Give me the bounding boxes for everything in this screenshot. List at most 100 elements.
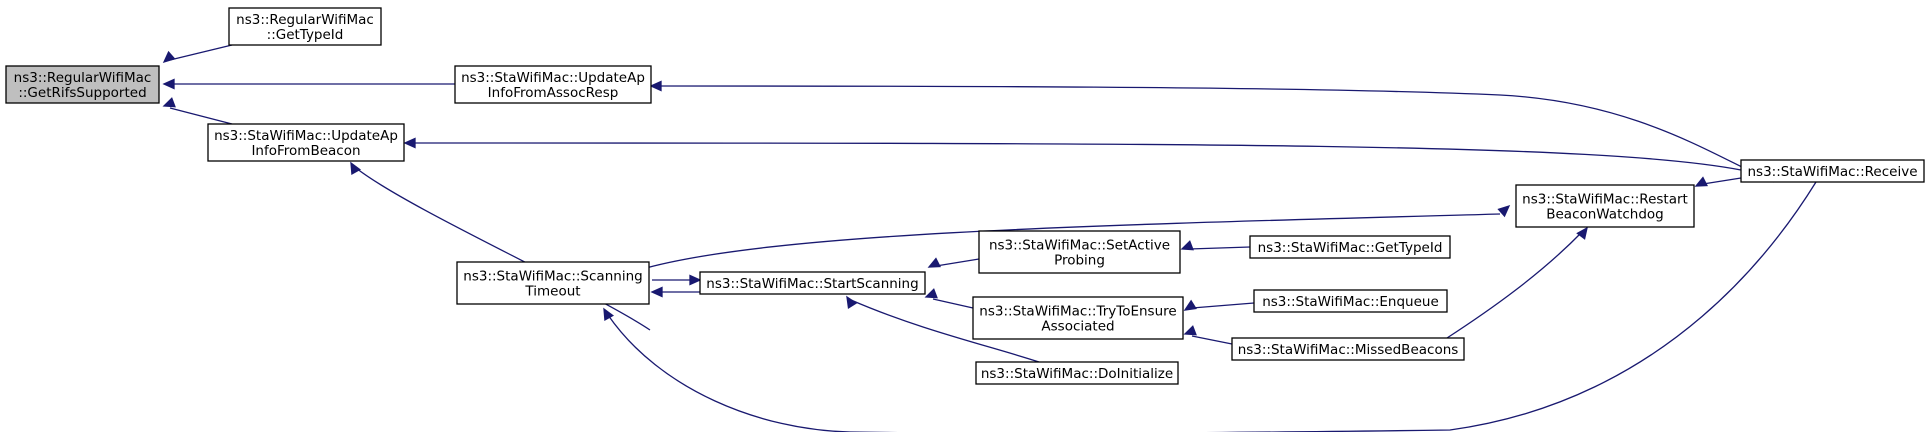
node-start_scan[interactable]: ns3::StaWifiMac::StartScanning (699, 271, 926, 295)
node-label-line: ns3::StaWifiMac::Enqueue (1262, 294, 1439, 310)
edge-restart-to-receive (1694, 176, 1742, 187)
edges-layer (162, 44, 1817, 432)
node-label-line: ns3::StaWifiMac::UpdateAp (214, 128, 398, 144)
node-missed[interactable]: ns3::StaWifiMac::MissedBeacons (1231, 337, 1465, 361)
node-box (1515, 184, 1695, 228)
node-label-line: ns3::RegularWifiMac (236, 12, 374, 28)
node-reg_gettypeid[interactable]: ns3::RegularWifiMac::GetTypeId (228, 7, 382, 46)
edge-line (1702, 177, 1742, 185)
node-label-line: ns3::StaWifiMac::Restart (1522, 192, 1688, 208)
edge-line (1191, 335, 1233, 345)
node-label-line: ns3::StaWifiMac::TryToEnsure (979, 304, 1176, 320)
edge-reg_gettypeid-to-getrifs (162, 44, 233, 64)
edge-upd_assoc-to-getrifs (162, 78, 455, 90)
edge-line (1446, 231, 1583, 339)
arrowhead-icon (350, 161, 361, 175)
edge-scan_timeout-to-upd_beacon (350, 161, 651, 331)
edge-enqueue-to-try_ensure (1183, 299, 1255, 311)
arrowhead-icon (846, 295, 858, 309)
node-label-line: ns3::StaWifiMac::Scanning (463, 269, 642, 285)
arrowhead-icon (162, 97, 176, 108)
arrowhead-icon (689, 274, 702, 286)
edge-sta_gettypeid-to-set_active (1180, 240, 1251, 251)
node-label-line: ns3::StaWifiMac::DoInitialize (981, 366, 1173, 382)
node-box (699, 271, 926, 295)
node-enqueue[interactable]: ns3::StaWifiMac::Enqueue (1253, 289, 1448, 313)
edge-line (657, 85, 1775, 183)
node-label-line: ns3::StaWifiMac::MissedBeacons (1238, 342, 1459, 358)
node-box (1740, 159, 1925, 183)
arrowhead-icon (162, 50, 176, 64)
arrowhead-icon (162, 78, 175, 90)
edge-scan_timeout-to-restart (645, 204, 1511, 269)
edge-line (169, 44, 233, 61)
node-box (1253, 289, 1448, 313)
node-do_init[interactable]: ns3::StaWifiMac::DoInitialize (975, 361, 1179, 385)
node-box (978, 230, 1181, 274)
node-getrifs[interactable]: ns3::RegularWifiMac::GetRifsSupported (5, 65, 160, 104)
edge-receive-to-scan_timeout (603, 181, 1817, 432)
arrowhead-icon (1183, 299, 1197, 311)
edge-missed-to-restart (1446, 226, 1588, 339)
arrowhead-icon (603, 307, 614, 321)
edge-line (932, 298, 974, 309)
node-receive[interactable]: ns3::StaWifiMac::Receive (1740, 159, 1925, 183)
node-box (5, 65, 160, 104)
edge-set_active-to-start_scan (927, 257, 980, 268)
node-sta_gettypeid[interactable]: ns3::StaWifiMac::GetTypeId (1249, 235, 1451, 259)
edge-try_ensure-to-start_scan (924, 288, 974, 309)
edge-scan_timeout-to-start_scan (652, 274, 702, 286)
edge-upd_beacon-to-getrifs (162, 97, 233, 125)
arrowhead-icon (1497, 204, 1511, 218)
edge-missed-to-try_ensure (1183, 325, 1233, 345)
arrowhead-icon (1694, 176, 1708, 187)
edge-receive-to-upd_assoc (649, 80, 1775, 183)
node-box (1249, 235, 1451, 259)
node-box (975, 361, 1179, 385)
nodes-layer: ns3::RegularWifiMac::GetRifsSupportedns3… (5, 7, 1925, 385)
node-label-line: Probing (1054, 253, 1105, 269)
arrowhead-icon (1180, 240, 1194, 251)
edge-start_scan-to-scan_timeout (650, 286, 700, 298)
node-upd_assoc[interactable]: ns3::StaWifiMac::UpdateApInfoFromAssocRe… (454, 65, 652, 104)
node-box (1231, 337, 1465, 361)
node-label-line: ns3::StaWifiMac::UpdateAp (461, 70, 645, 86)
edge-line (355, 167, 651, 331)
edge-line (935, 258, 980, 267)
node-box (456, 261, 650, 305)
node-box (207, 123, 405, 162)
node-label-line: ::GetRifsSupported (18, 85, 146, 101)
arrowhead-icon (924, 288, 938, 299)
node-label-line: Associated (1041, 319, 1114, 335)
arrowhead-icon (1183, 325, 1197, 336)
edge-line (607, 181, 1817, 432)
node-label-line: ns3::RegularWifiMac (14, 70, 152, 86)
node-label-line: InfoFromBeacon (251, 143, 360, 159)
arrowhead-icon (927, 257, 941, 268)
node-label-line: InfoFromAssocResp (488, 85, 619, 101)
node-label-line: ns3::StaWifiMac::SetActive (989, 238, 1170, 254)
arrowhead-icon (1576, 226, 1588, 240)
edge-line (1191, 302, 1255, 309)
node-box (454, 65, 652, 104)
node-box (972, 296, 1184, 340)
arrowhead-icon (650, 286, 663, 298)
edge-do_init-to-start_scan (846, 295, 1040, 363)
edge-line (850, 299, 1040, 363)
node-label-line: BeaconWatchdog (1546, 207, 1664, 223)
node-box (228, 7, 382, 46)
edge-line (411, 142, 1742, 171)
edge-line (169, 107, 233, 125)
edge-line (645, 213, 1501, 269)
node-label-line: ::GetTypeId (267, 27, 344, 43)
arrowhead-icon (649, 80, 662, 92)
node-label-line: ns3::StaWifiMac::GetTypeId (1258, 240, 1443, 256)
node-label-line: Timeout (524, 284, 580, 300)
arrowhead-icon (403, 137, 416, 149)
